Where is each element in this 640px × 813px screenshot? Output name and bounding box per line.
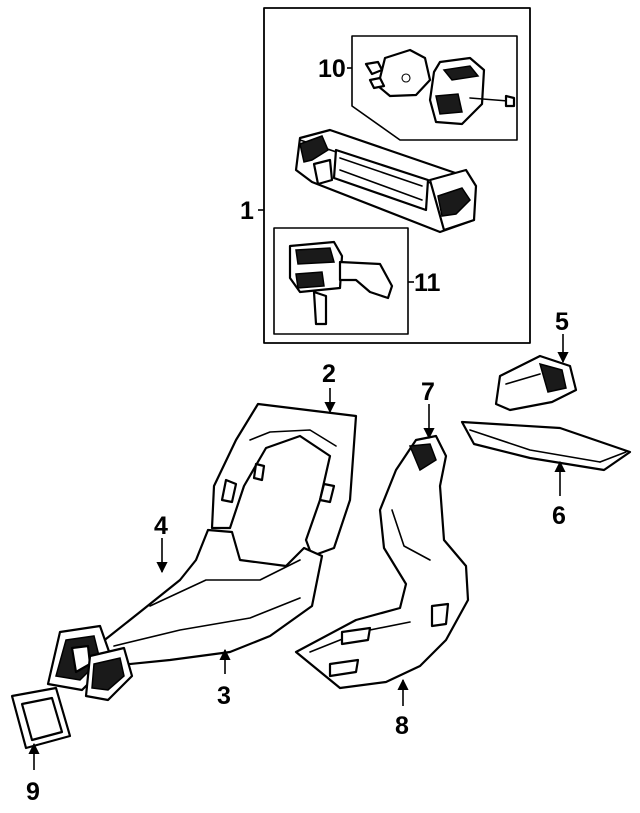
duct-upper-part-2 — [210, 402, 358, 558]
floor-duct-part-6 — [460, 420, 632, 472]
heater-housing-part-1 — [294, 128, 478, 234]
callout-2: 2 — [322, 360, 336, 388]
leader-lines — [28, 334, 569, 770]
outlet-duct-part-5 — [494, 354, 578, 412]
callout-1: 1 — [240, 197, 254, 225]
duct-lower-part-3 — [90, 528, 324, 668]
callout-3: 3 — [217, 682, 231, 710]
callout-5: 5 — [555, 308, 569, 336]
rear-duct-part-7-8 — [294, 434, 470, 690]
gasket-part-9 — [10, 686, 72, 750]
actuator-part-10 — [364, 48, 516, 126]
subassembly-frame-11 — [273, 227, 414, 335]
bracket-part-11 — [288, 240, 394, 326]
callout-6: 6 — [552, 502, 566, 530]
callout-11: 11 — [414, 269, 441, 297]
callout-9: 9 — [26, 778, 40, 806]
assembly-frame-1 — [258, 7, 531, 344]
duct-outlet-part-4 — [46, 624, 134, 702]
callout-8: 8 — [395, 712, 409, 740]
subassembly-frame-10 — [347, 35, 518, 141]
callout-4: 4 — [154, 512, 168, 540]
callout-7: 7 — [421, 378, 435, 406]
callout-10: 10 — [318, 55, 346, 83]
